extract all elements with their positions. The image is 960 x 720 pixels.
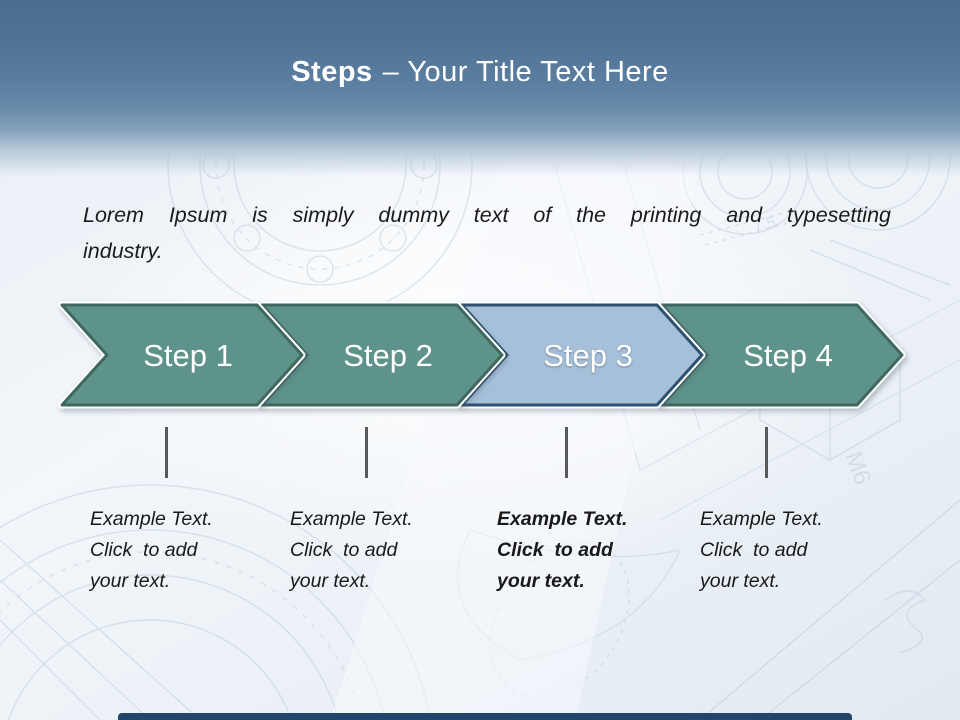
connector-line-step-4: [765, 427, 768, 478]
note-step-3[interactable]: Example Text. Click to add your text.: [497, 504, 682, 597]
svg-text:7.5: 7.5: [752, 214, 778, 236]
chevron-step-4[interactable]: Step 4: [658, 301, 906, 409]
intro-line-2: industry.: [83, 239, 163, 263]
note-step-1[interactable]: Example Text. Click to add your text.: [90, 504, 275, 597]
connector-line-step-2: [365, 427, 368, 478]
note-line: Click to add: [700, 539, 808, 561]
header-band: [0, 0, 960, 176]
paper-roll-highlight: [330, 120, 710, 720]
note-line: Example Text.: [497, 508, 628, 530]
svg-text:M6: M6: [839, 448, 876, 489]
note-line: your text.: [90, 570, 171, 592]
title-rest: – Your Title Text Here: [382, 56, 669, 88]
intro-line-1: Lorem Ipsum is simply dummy text of the …: [83, 203, 891, 227]
chevron-step-4-label: Step 4: [743, 338, 833, 373]
title-prefix: Steps: [291, 56, 373, 88]
intro-paragraph: Lorem Ipsum is simply dummy text of the …: [83, 197, 891, 269]
note-line: your text.: [700, 570, 781, 592]
chevron-step-2-label: Step 2: [343, 338, 433, 373]
chevron-step-2[interactable]: Step 2: [258, 301, 506, 409]
footer-accent-bar: [118, 713, 852, 720]
note-line: your text.: [497, 570, 585, 592]
chevron-step-1[interactable]: Step 1: [58, 301, 306, 409]
connector-line-step-1: [165, 427, 168, 478]
note-line: Click to add: [290, 539, 398, 561]
chevron-step-3-label: Step 3: [543, 338, 633, 373]
page-title: Steps – Your Title Text Here: [0, 56, 960, 89]
note-line: Example Text.: [90, 508, 213, 530]
note-line: your text.: [290, 570, 371, 592]
note-line: Click to add: [497, 539, 613, 561]
note-line: Example Text.: [700, 508, 823, 530]
note-line: Click to add: [90, 539, 198, 561]
note-step-4[interactable]: Example Text. Click to add your text.: [700, 504, 885, 597]
chevron-step-1-label: Step 1: [143, 338, 233, 373]
note-step-2[interactable]: Example Text. Click to add your text.: [290, 504, 475, 597]
note-line: Example Text.: [290, 508, 413, 530]
chevron-step-3[interactable]: Step 3: [458, 301, 706, 409]
connector-line-step-3: [565, 427, 568, 478]
